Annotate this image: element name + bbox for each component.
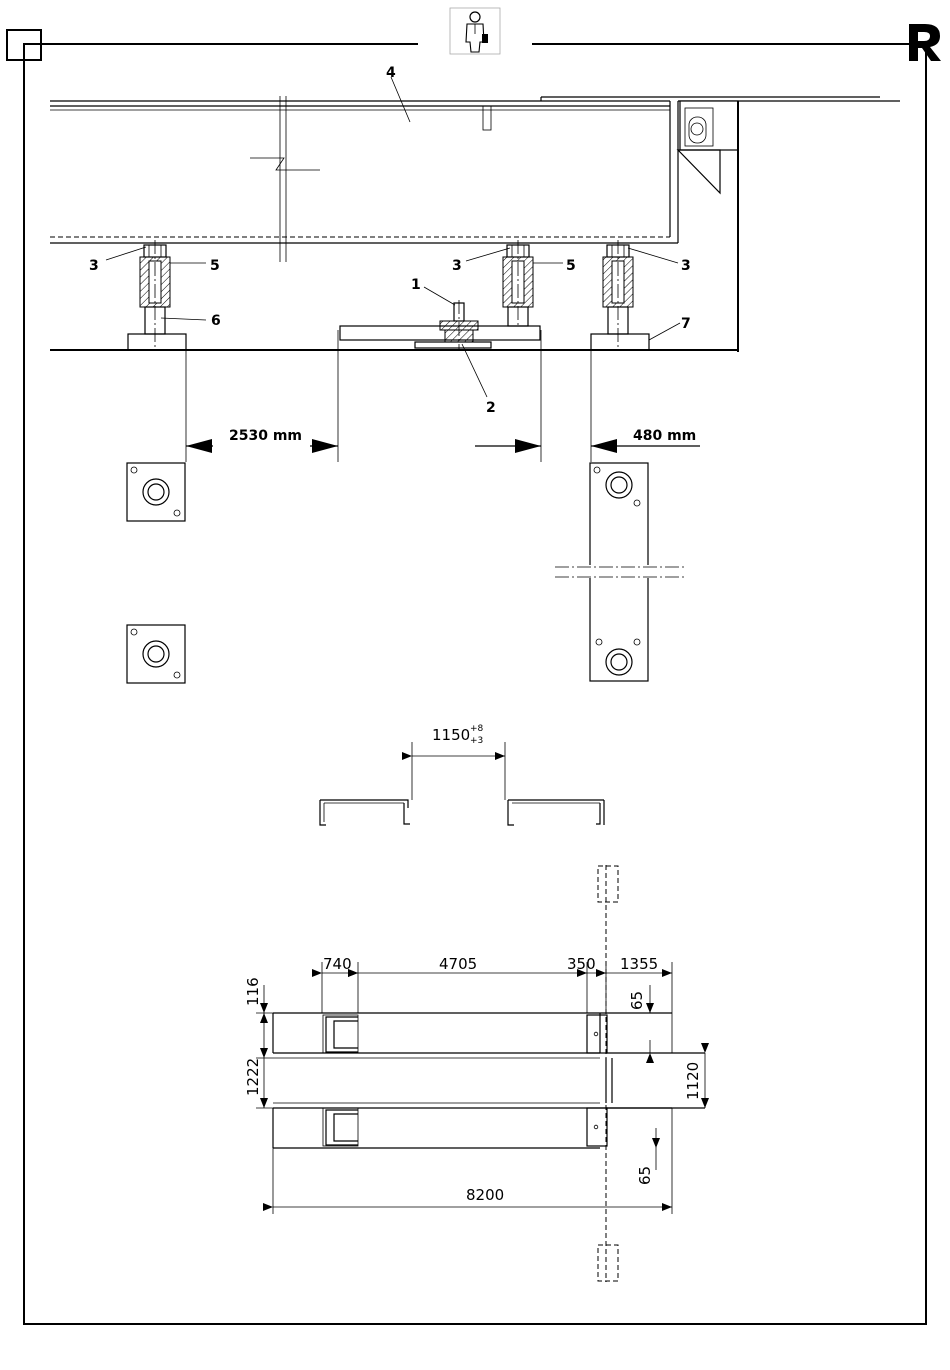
plan-dimension-1222: 1222	[244, 1058, 262, 1096]
part-label-5-right: 5	[566, 258, 576, 274]
base-plate-left-bottom	[127, 625, 185, 683]
plan-dimension-350: 350	[567, 955, 596, 973]
base-plate-left-top	[127, 463, 185, 521]
base-plate-right-long	[555, 463, 685, 681]
part-label-1: 1	[411, 277, 421, 293]
part-label-4: 4	[386, 65, 396, 81]
dimension-left-gap: 2530 mm	[229, 428, 302, 444]
part-label-5-left: 5	[210, 258, 220, 274]
plan-dimension-4705: 4705	[439, 955, 477, 973]
part-label-3-left: 3	[89, 258, 99, 274]
detail-tolerance-upper: +8	[470, 724, 484, 734]
page-frame	[24, 30, 926, 1324]
plan-view	[256, 865, 705, 1282]
detail-dimension-1150: 1150	[432, 726, 470, 744]
dimension-right-gap: 480 mm	[633, 428, 696, 444]
detail-tolerance-lower: +3	[470, 736, 483, 746]
plan-dimension-8200: 8200	[466, 1186, 504, 1204]
plan-dimension-116: 116	[244, 977, 262, 1006]
detail-view-lanes	[320, 742, 604, 825]
plan-dimension-65-bottom: 65	[636, 1166, 654, 1185]
plan-dimension-1120: 1120	[684, 1062, 702, 1100]
part-label-6: 6	[211, 313, 221, 329]
part-label-2: 2	[486, 400, 496, 416]
plan-dimension-65-top: 65	[628, 991, 646, 1010]
plan-dimension-740: 740	[323, 955, 352, 973]
person-with-manual-icon	[450, 8, 500, 54]
logo-letter: R	[0, 0, 1, 1]
plan-dimension-1355: 1355	[620, 955, 658, 973]
part-label-7: 7	[681, 316, 691, 332]
part-label-3-right: 3	[681, 258, 691, 274]
part-label-3-middle: 3	[452, 258, 462, 274]
elevation-view	[50, 77, 900, 397]
